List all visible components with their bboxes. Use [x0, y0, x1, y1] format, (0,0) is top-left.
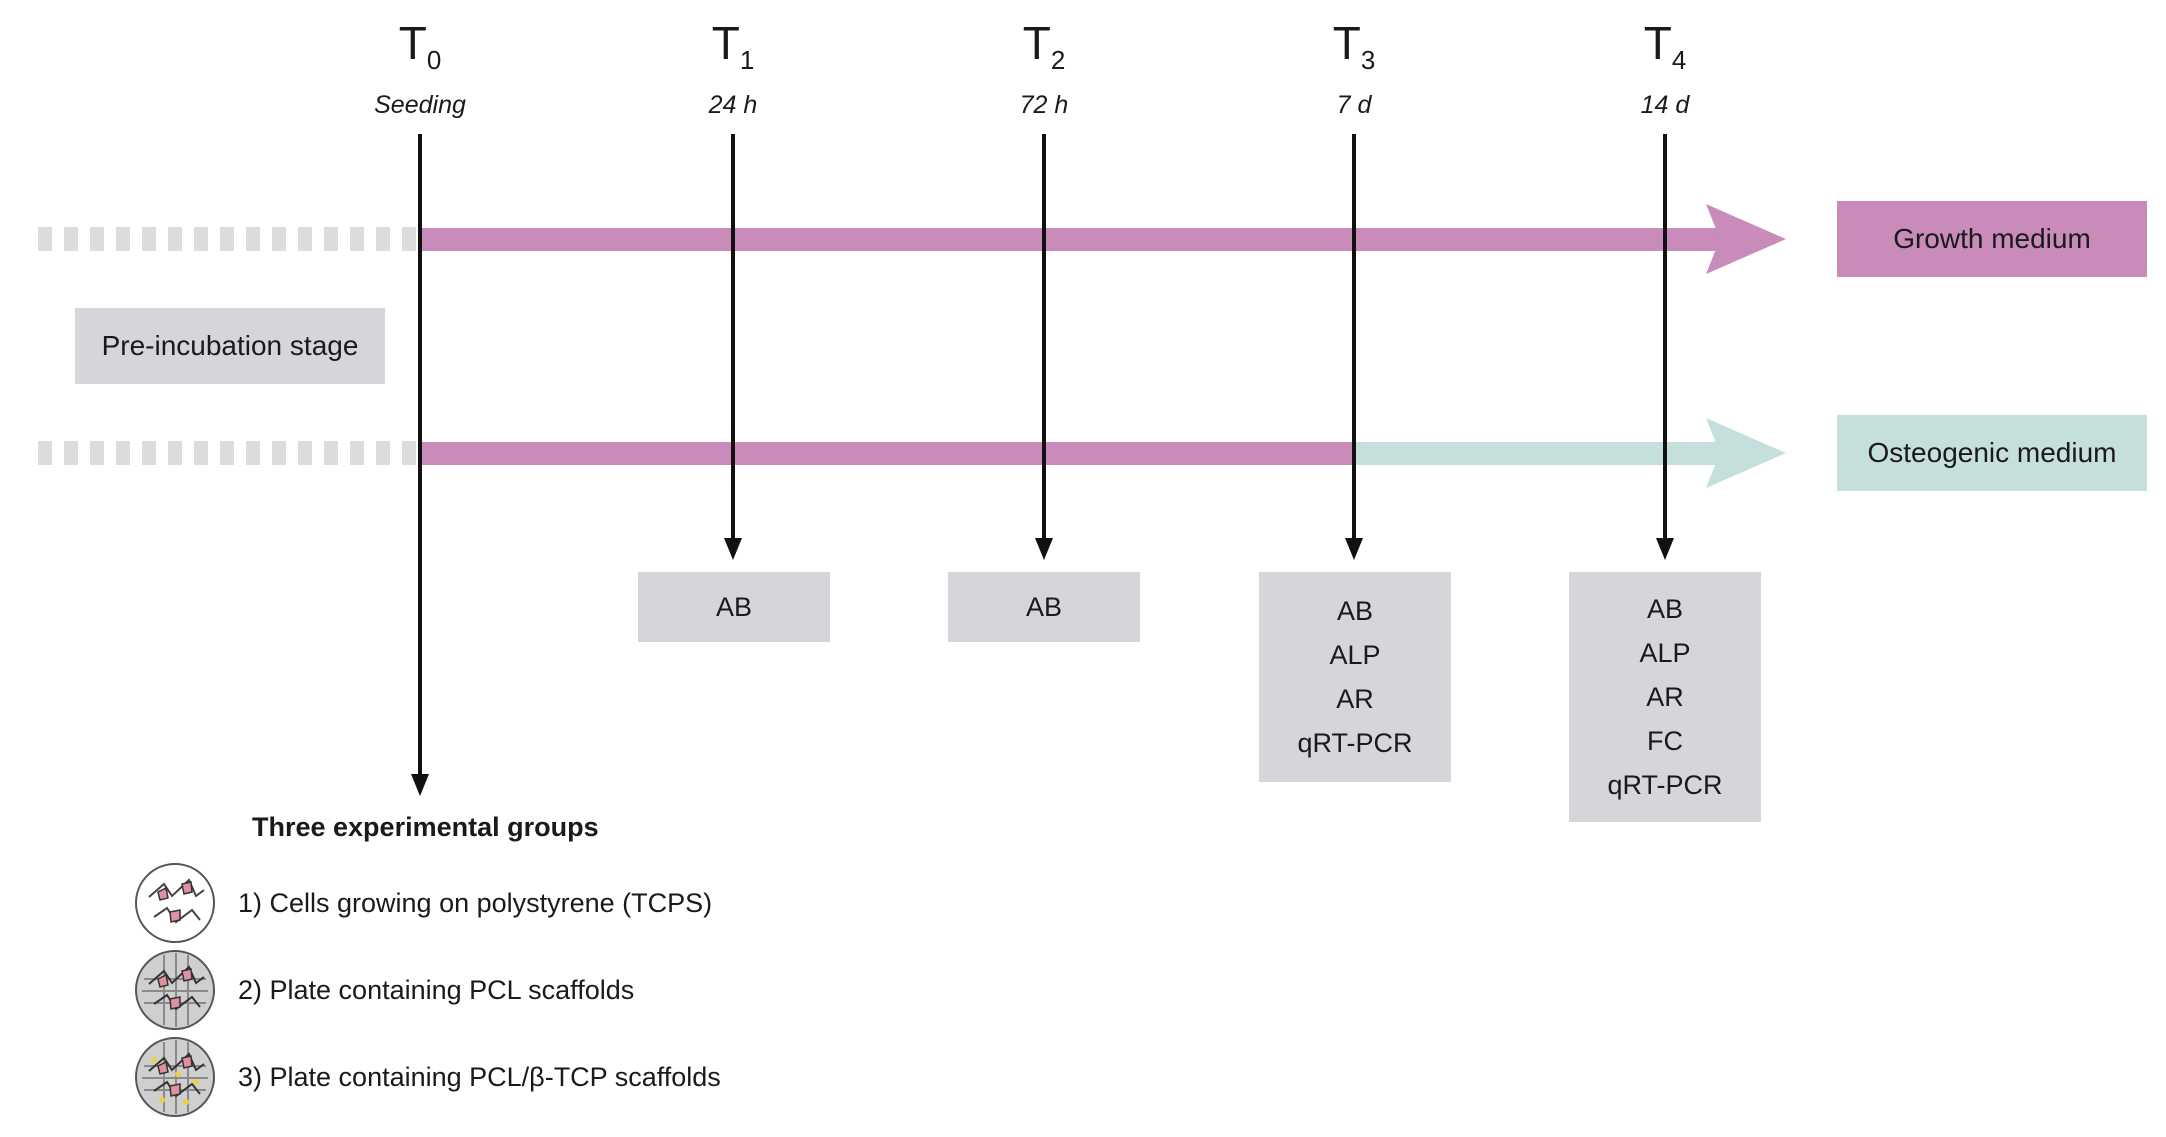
- group-label-tcps: 1) Cells growing on polystyrene (TCPS): [238, 887, 713, 918]
- t2-arrowhead: [1035, 538, 1053, 560]
- assay-item: AB: [715, 592, 753, 622]
- group-item-pcl-tcp: 3) Plate containing PCL/β-TCP scaffolds: [134, 1036, 721, 1118]
- assay-box-t4: AB ALP AR FC qRT-PCR: [1569, 572, 1761, 822]
- assay-box-t3: AB ALP AR qRT-PCR: [1259, 572, 1451, 782]
- timepoint-t1: T1 24 h: [633, 20, 833, 120]
- timepoint-t1-label: T1: [711, 17, 755, 75]
- t4-arrowhead: [1656, 538, 1674, 560]
- assay-item: ALP: [1639, 638, 1691, 668]
- group-item-tcps: 1) Cells growing on polystyrene (TCPS): [134, 862, 712, 944]
- timepoint-t2: T2 72 h: [944, 20, 1144, 120]
- osteogenic-medium-label: Osteogenic medium: [1837, 415, 2147, 491]
- timepoint-t3: T3 7 d: [1254, 20, 1454, 120]
- osteogenic-pink-segment: [420, 442, 1352, 465]
- timepoint-t2-label: T2: [1022, 17, 1066, 75]
- osteogenic-medium-arrowhead: [1706, 418, 1786, 488]
- t3-arrowhead: [1345, 538, 1363, 560]
- timepoint-t0: T0 Seeding: [320, 20, 520, 120]
- preincubation-stage-label: Pre-incubation stage: [75, 308, 385, 384]
- assay-item: qRT-PCR: [1607, 770, 1723, 800]
- timepoint-t4: T4 14 d: [1565, 20, 1765, 120]
- assay-item: qRT-PCR: [1297, 728, 1413, 758]
- timepoint-t2-time: 72 h: [1019, 91, 1069, 119]
- assay-item: AB: [1336, 596, 1374, 626]
- timepoint-t3-label: T3: [1332, 17, 1376, 75]
- assay-box-t1: AB: [638, 572, 830, 642]
- assay-item: AB: [1646, 594, 1684, 624]
- timepoint-t4-label: T4: [1643, 17, 1687, 75]
- group-item-pcl: 2) Plate containing PCL scaffolds: [134, 949, 634, 1031]
- groups-title: Three experimental groups: [252, 812, 599, 842]
- timepoint-t0-label: T0: [398, 17, 442, 75]
- growth-medium-bar: [420, 228, 1720, 251]
- timepoint-t3-time: 7 d: [1336, 91, 1372, 119]
- group-label-pcl: 2) Plate containing PCL scaffolds: [238, 974, 635, 1005]
- timepoint-t0-time: Seeding: [374, 91, 466, 119]
- t0-arrowhead: [411, 774, 429, 796]
- osteogenic-teal-segment: [1352, 442, 1720, 465]
- assay-item: ALP: [1329, 640, 1381, 670]
- t1-arrowhead: [724, 538, 742, 560]
- assay-item: AR: [1646, 682, 1684, 712]
- group-label-pcl-tcp: 3) Plate containing PCL/β-TCP scaffolds: [238, 1061, 721, 1092]
- pcl-scaffold-dish-icon: [135, 950, 215, 1030]
- assay-item: AB: [1025, 592, 1063, 622]
- cell-culture-dish-icon: [135, 863, 215, 943]
- pcl-tcp-scaffold-dish-icon: [135, 1037, 215, 1117]
- growth-medium-arrowhead: [1706, 204, 1786, 274]
- assay-item: AR: [1336, 684, 1374, 714]
- assay-item: FC: [1647, 726, 1683, 756]
- growth-medium-label: Growth medium: [1837, 201, 2147, 277]
- timepoint-t1-time: 24 h: [708, 91, 758, 119]
- timepoint-t4-time: 14 d: [1640, 91, 1690, 119]
- assay-box-t2: AB: [948, 572, 1140, 642]
